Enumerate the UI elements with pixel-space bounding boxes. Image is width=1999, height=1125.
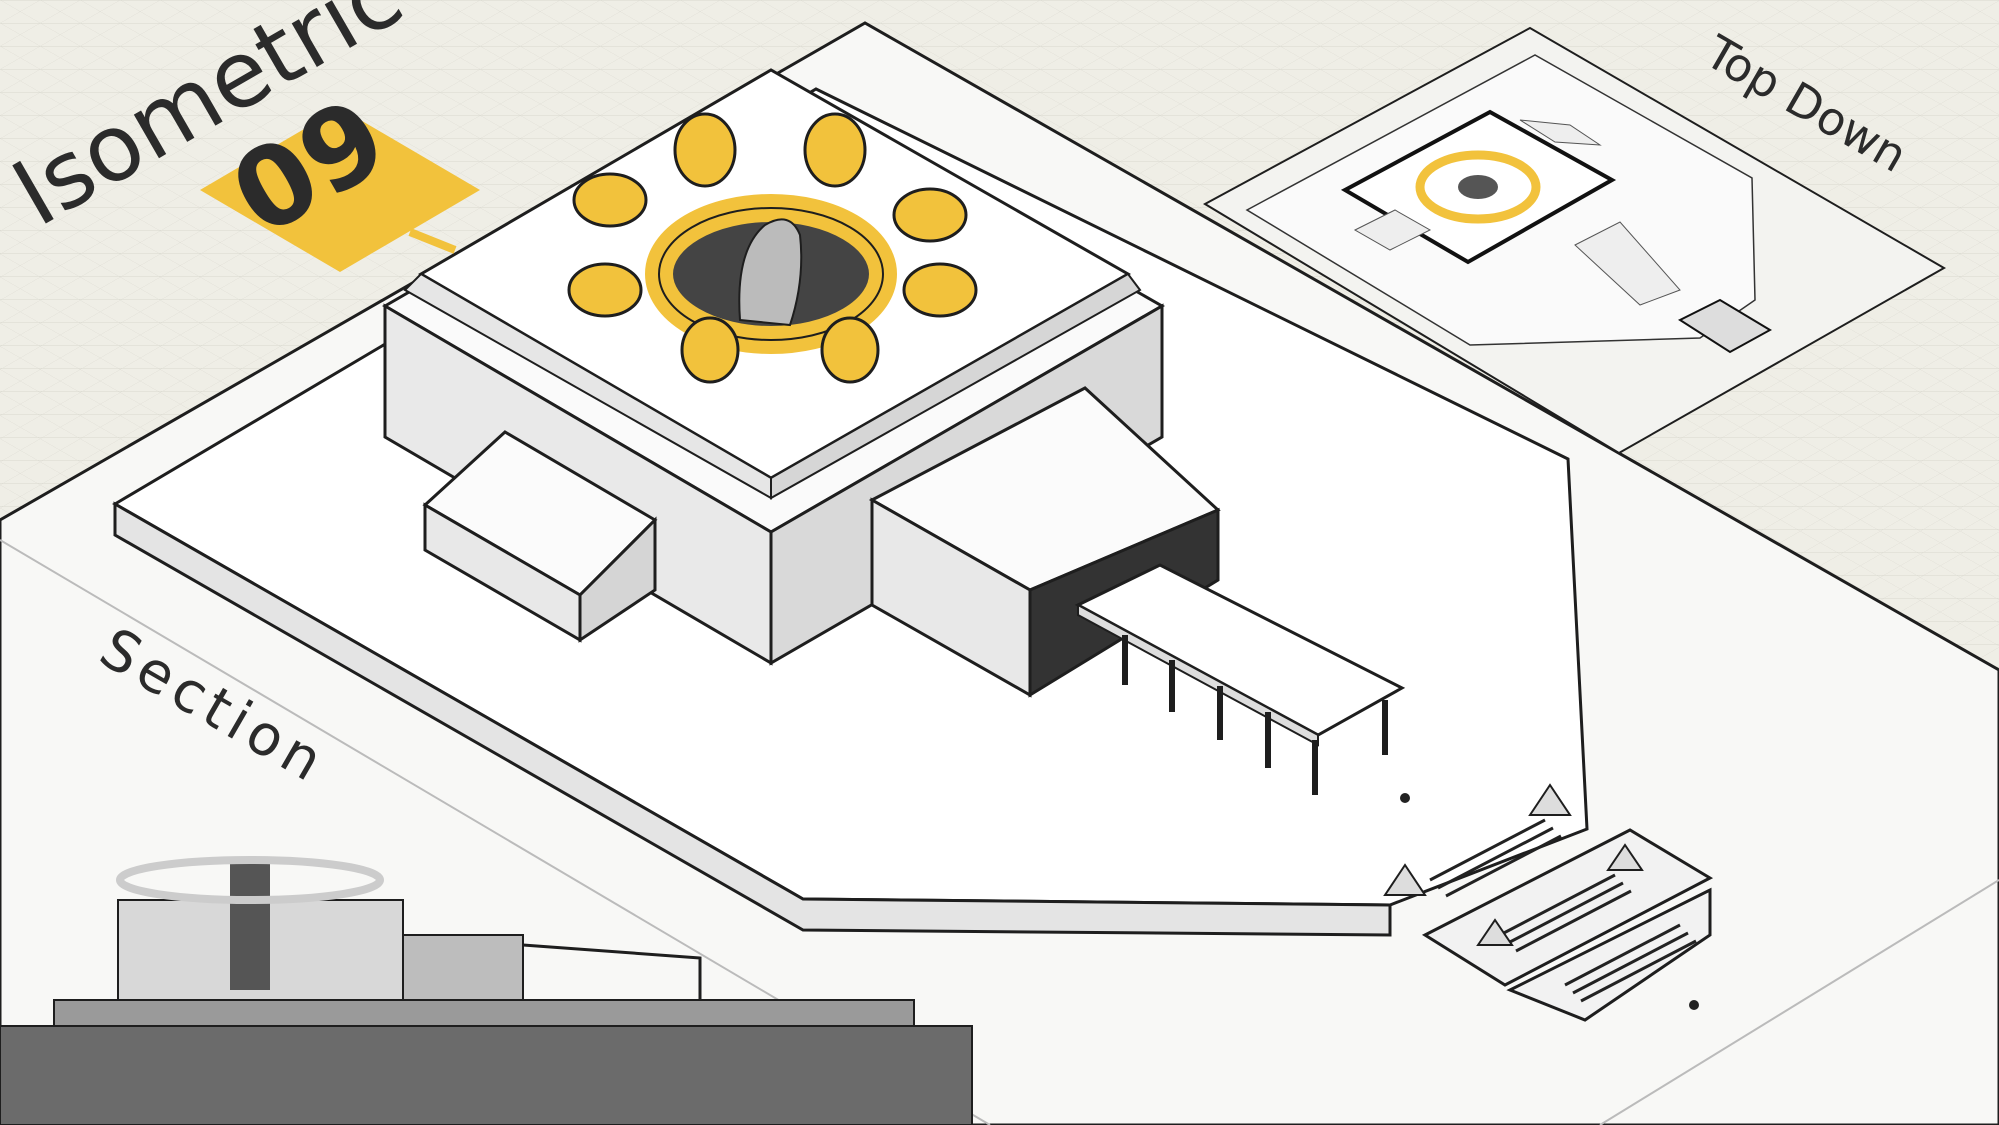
right-annex [868,386,1406,795]
section-drawing [0,856,973,1125]
person-figure [1689,1000,1699,1010]
entrance-stairs [1383,783,1714,1022]
person-figure [1400,793,1410,803]
sheet-edge-right [1599,879,1999,1125]
left-annex [422,430,658,643]
top-down-inset [1202,26,1947,455]
sculpture-ring [567,112,978,384]
